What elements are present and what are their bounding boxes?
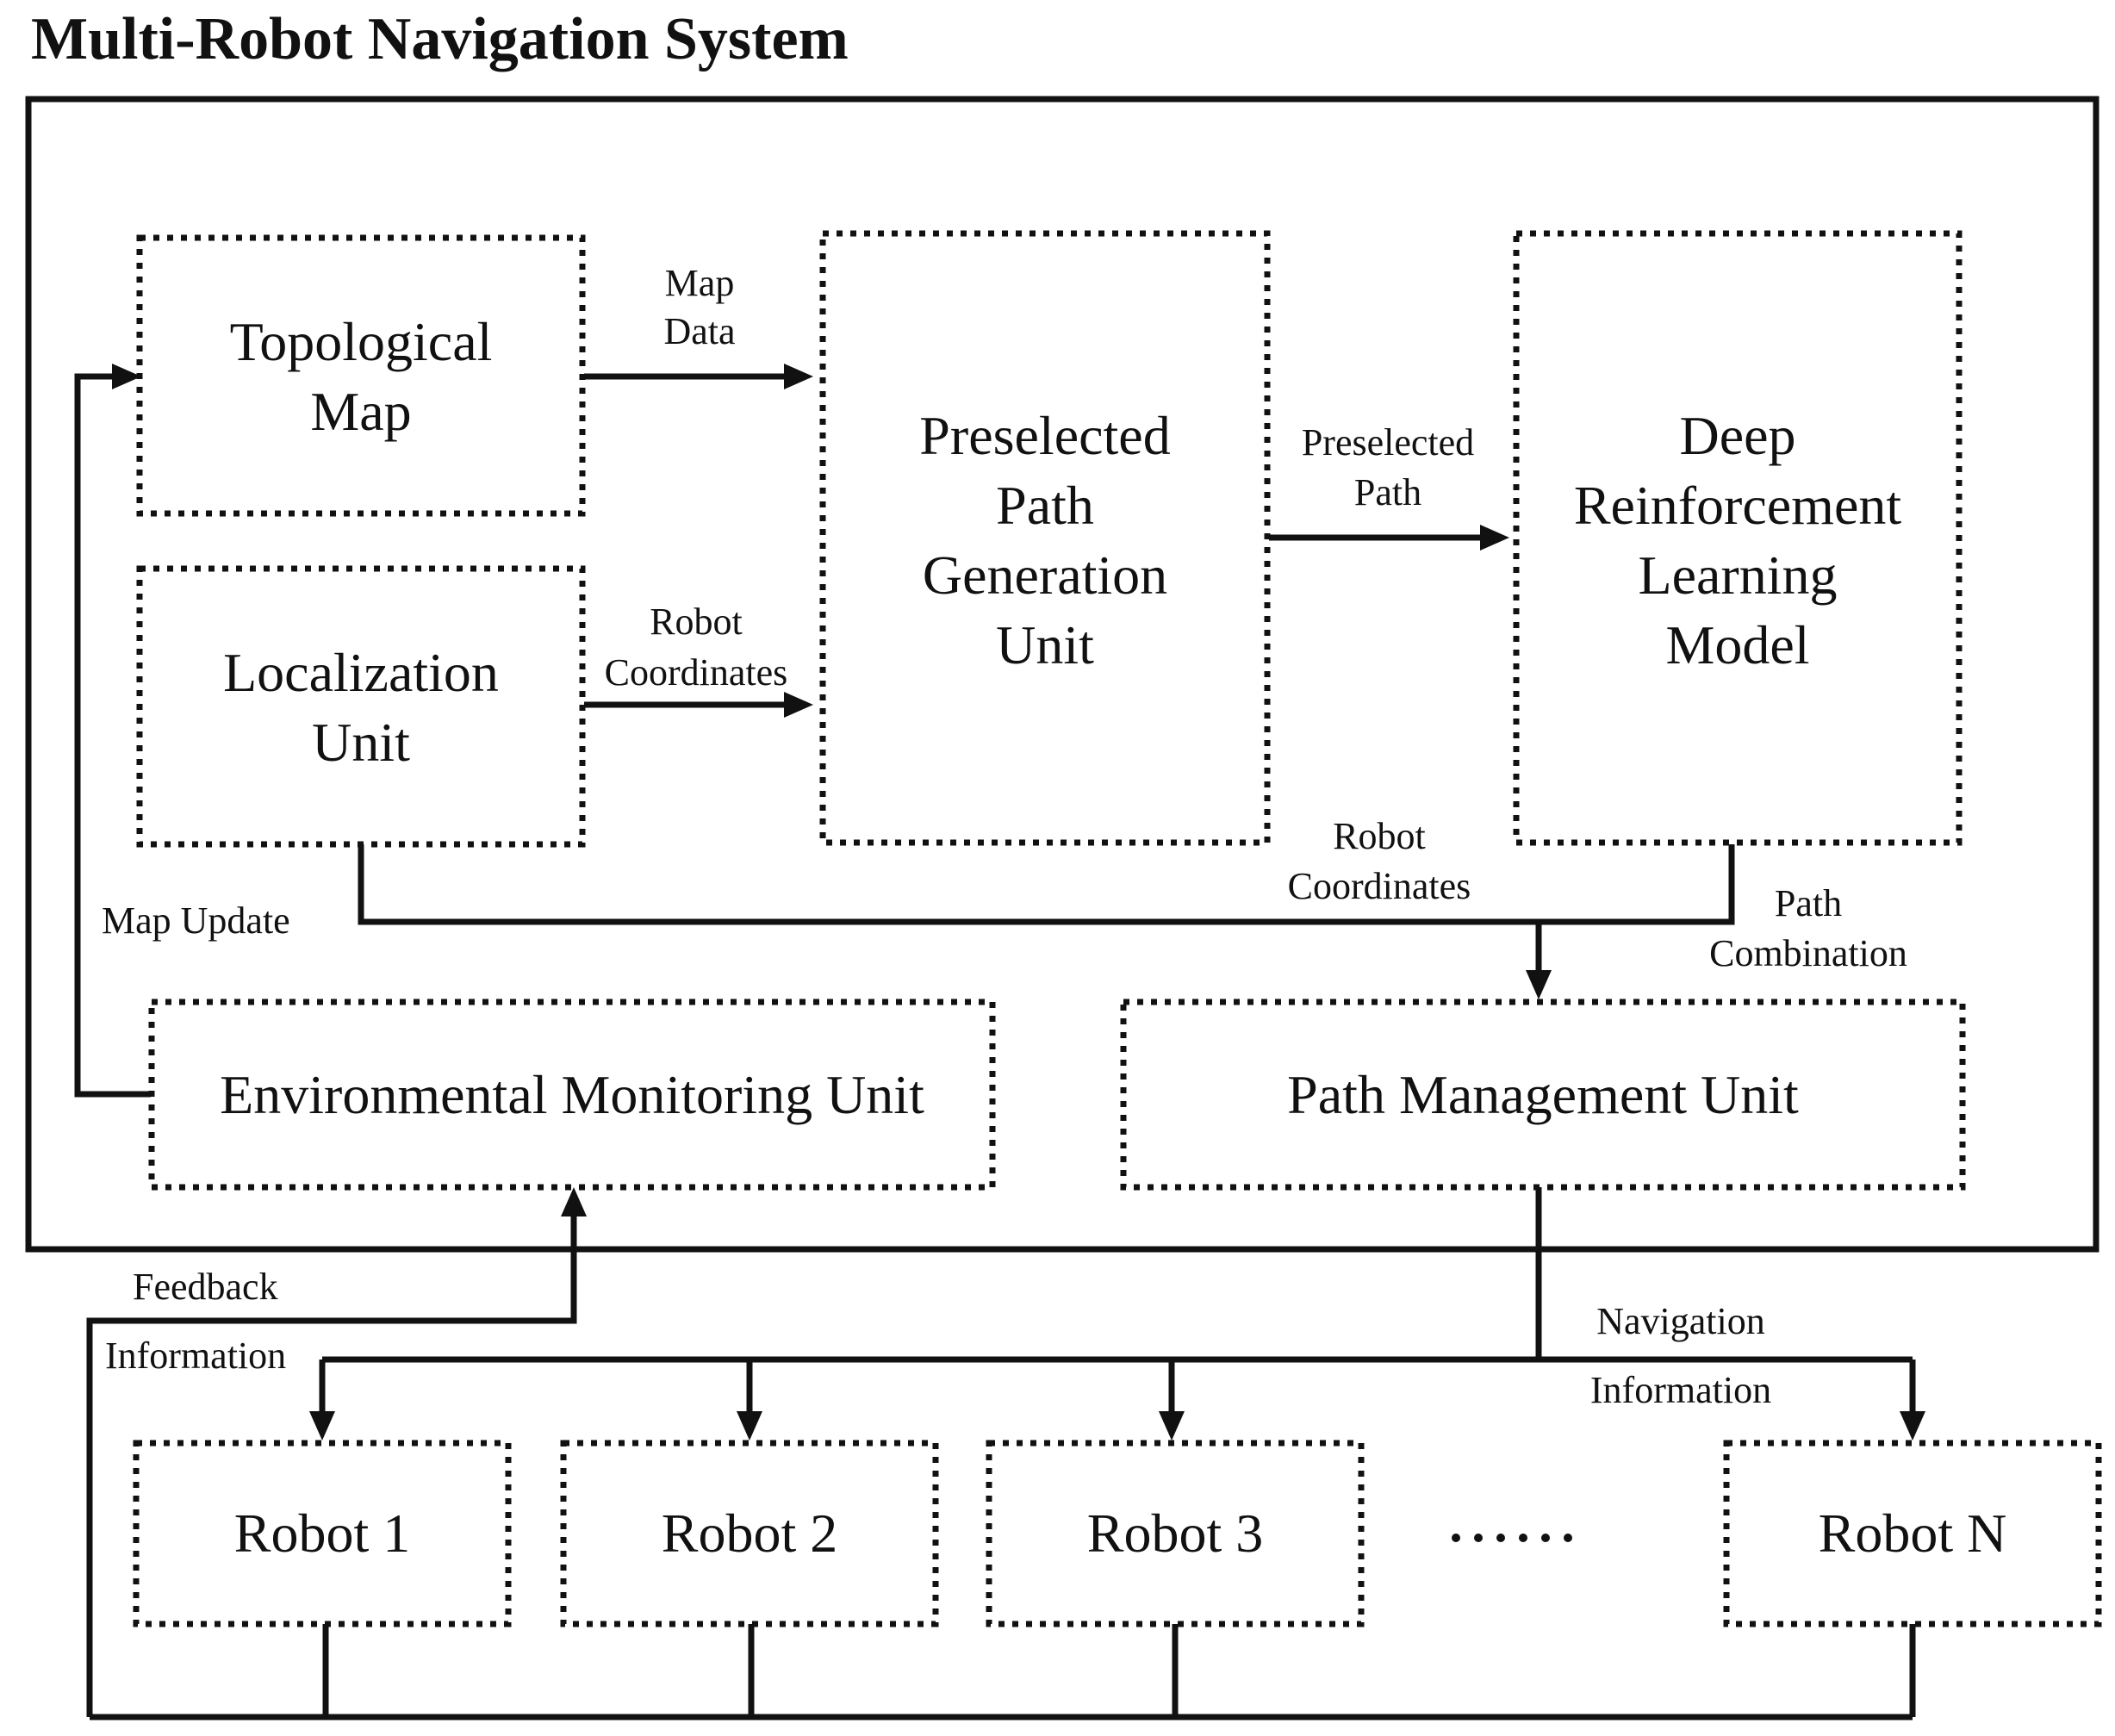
preselected-path-generation-unit-block: Preselected Path Generation Unit: [819, 230, 1271, 846]
robot-2-box: [560, 1440, 939, 1627]
ppg-label-line-1: Preselected: [919, 405, 1170, 466]
robot-coordinates-top-label-line-1: Robot: [650, 600, 743, 643]
map-data-label-line-2: Data: [663, 310, 735, 352]
localization-unit-label-line-2: Unit: [312, 712, 410, 773]
feedback-information-label-line-1: Feedback: [133, 1266, 278, 1308]
feedback-information-label-line-2: Information: [105, 1335, 286, 1377]
robot-1-box: [133, 1440, 512, 1627]
robot-1-block: Robot 1: [133, 1440, 512, 1627]
map-update-line: [74, 373, 151, 1098]
drl-label-line-2: Reinforcement: [1574, 475, 1902, 536]
robot-n-label: Robot N: [1819, 1503, 2007, 1564]
topological-map-label-line-2: Map: [310, 381, 411, 442]
robot-2-nav-arrowhead: [737, 1411, 762, 1440]
robot-coordinates-bottom-label-line-1: Robot: [1333, 815, 1426, 857]
drl-label-line-1: Deep: [1679, 405, 1795, 466]
system-frame: [25, 96, 2099, 1253]
robot-3-box: [986, 1440, 1365, 1627]
feedback-line: [86, 1215, 577, 1717]
drl-model-box: [1513, 230, 1963, 846]
navigation-information-label-line-1: Navigation: [1596, 1300, 1765, 1342]
coordinates-combination-bus: [358, 844, 1735, 925]
map-data-label-line-1: Map: [665, 262, 735, 304]
environmental-monitoring-unit-label: Environmental Monitoring Unit: [220, 1064, 924, 1125]
environmental-monitoring-unit-box: [148, 999, 996, 1191]
feedback-arrowhead: [561, 1187, 587, 1216]
navigation-information-label-line-2: Information: [1590, 1369, 1771, 1411]
robot-coordinates-arrowhead: [784, 692, 813, 718]
preselected-path-generation-unit-box: [819, 230, 1271, 846]
path-management-input-arrowhead: [1526, 970, 1552, 999]
robot-2-label: Robot 2: [662, 1503, 837, 1564]
robot-coordinates-top-label-line-2: Coordinates: [605, 651, 788, 694]
drl-label-line-4: Model: [1665, 614, 1809, 675]
path-management-unit-box: [1120, 999, 1966, 1191]
diagram-title: Multi-Robot Navigation System: [31, 6, 849, 72]
ppg-label-line-2: Path: [996, 475, 1094, 536]
topological-map-label-line-1: Topological: [230, 311, 493, 372]
robot-1-nav-arrowhead: [309, 1411, 335, 1440]
topological-map-box: [136, 234, 586, 517]
path-combination-label-line-2: Combination: [1709, 932, 1907, 974]
topological-map-block: Topological Map: [136, 234, 586, 517]
robot-1-label: Robot 1: [234, 1503, 410, 1564]
localization-unit-box: [136, 565, 586, 848]
localization-unit-label-line-1: Localization: [223, 642, 499, 703]
path-management-unit-label: Path Management Unit: [1287, 1064, 1799, 1125]
preselected-path-arrowhead: [1480, 525, 1509, 551]
robot-ellipsis: ······: [1452, 1534, 1572, 1542]
robot-n-block: Robot N: [1723, 1440, 2102, 1627]
environmental-monitoring-unit-block: Environmental Monitoring Unit: [148, 999, 996, 1191]
drl-model-block: Deep Reinforcement Learning Model: [1513, 230, 1963, 846]
preselected-path-label-line-1: Preselected: [1302, 421, 1474, 464]
robot-n-nav-arrowhead: [1900, 1411, 1925, 1440]
robot-2-block: Robot 2: [560, 1440, 939, 1627]
robot-coordinates-bottom-label-line-2: Coordinates: [1288, 865, 1471, 907]
ppg-label-line-3: Generation: [923, 544, 1167, 606]
robot-3-label: Robot 3: [1087, 1503, 1263, 1564]
path-combination-label-line-1: Path: [1775, 882, 1842, 924]
ppg-label-line-4: Unit: [996, 614, 1094, 675]
localization-unit-block: Localization Unit: [136, 565, 586, 848]
map-data-arrowhead: [784, 364, 813, 389]
robot-3-block: Robot 3: [986, 1440, 1365, 1627]
path-management-unit-block: Path Management Unit: [1120, 999, 1966, 1191]
drl-label-line-3: Learning: [1639, 544, 1838, 606]
robot-3-nav-arrowhead: [1159, 1411, 1185, 1440]
map-update-label: Map Update: [102, 899, 290, 942]
map-update-arrowhead: [112, 364, 141, 389]
preselected-path-label-line-2: Path: [1354, 471, 1421, 513]
robot-n-box: [1723, 1440, 2102, 1627]
